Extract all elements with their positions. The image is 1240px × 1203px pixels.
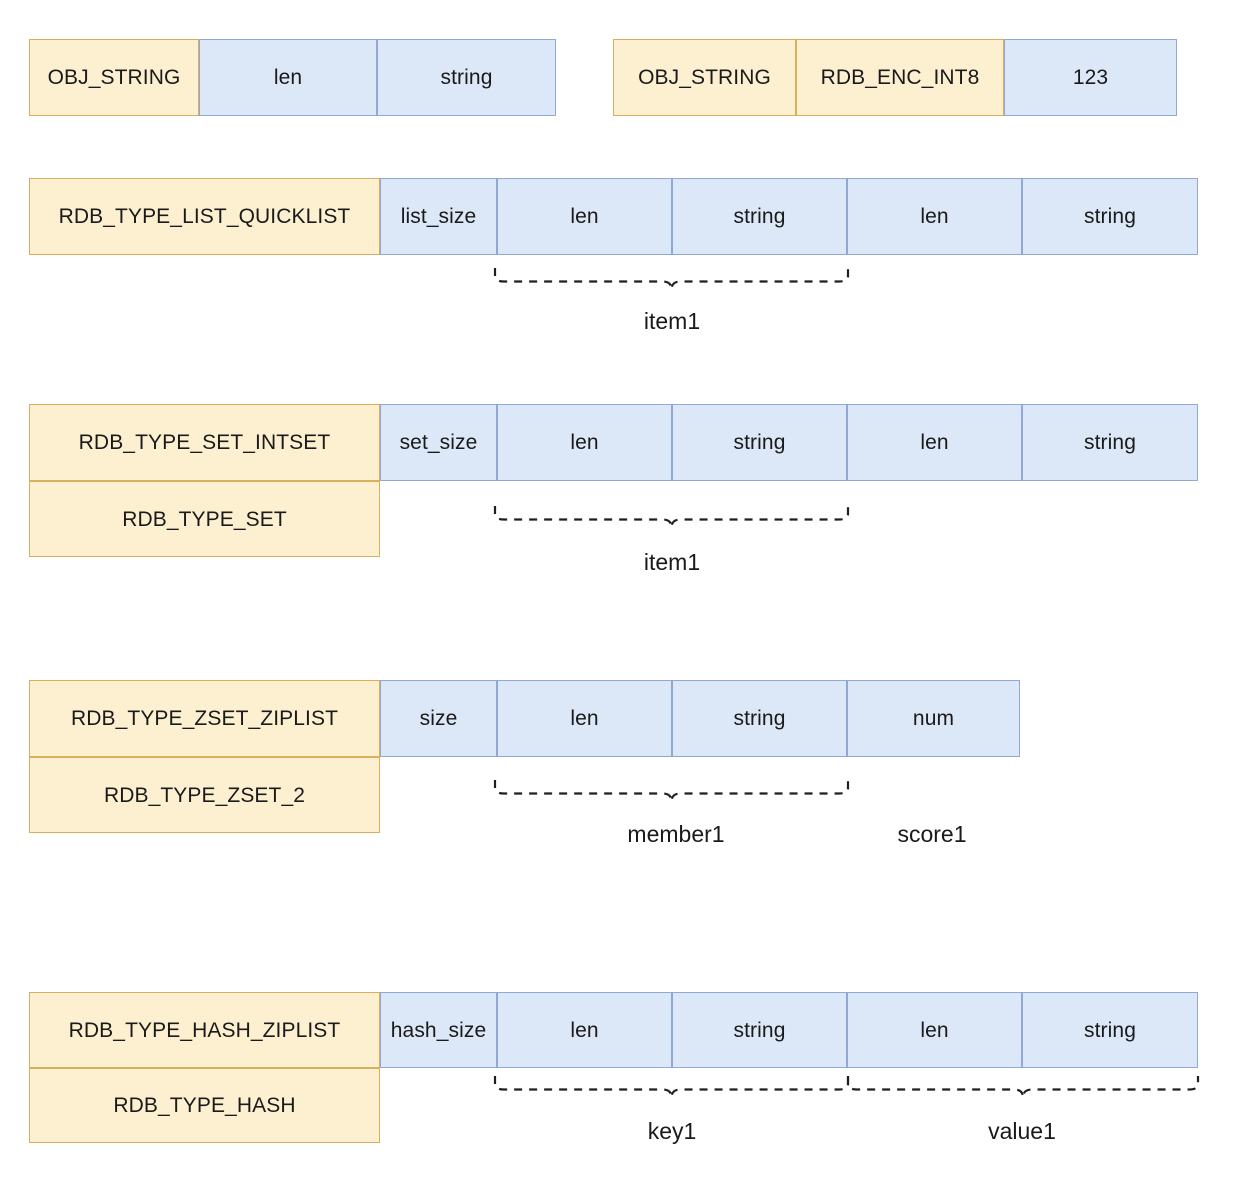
field-cell-string: string xyxy=(672,992,847,1068)
field-cell-set-size: set_size xyxy=(380,404,497,481)
grouping-brace xyxy=(493,268,850,290)
brace-label-value1: value1 xyxy=(988,1118,1056,1144)
type-cell-rdb-type-list-quicklist: RDB_TYPE_LIST_QUICKLIST xyxy=(29,178,380,255)
field-cell-string: string xyxy=(1022,178,1198,255)
brace-label-score1: score1 xyxy=(897,821,967,847)
field-cell-string: string xyxy=(672,680,847,757)
field-cell-string: string xyxy=(377,39,556,116)
field-cell-len: len xyxy=(847,178,1022,255)
field-cell-string: string xyxy=(672,178,847,255)
brace-label-member1: member1 xyxy=(627,821,725,847)
field-cell-list-size: list_size xyxy=(380,178,497,255)
type-cell-obj-string: OBJ_STRING xyxy=(613,39,796,116)
field-cell-num: num xyxy=(847,680,1020,757)
type-cell-rdb-type-hash: RDB_TYPE_HASH xyxy=(29,1068,380,1143)
type-cell-rdb-type-set: RDB_TYPE_SET xyxy=(29,481,380,557)
type-cell-rdb-type-set-intset: RDB_TYPE_SET_INTSET xyxy=(29,404,380,481)
brace-label-item1: item1 xyxy=(643,308,701,334)
field-cell-len: len xyxy=(497,404,672,481)
field-cell-len: len xyxy=(847,404,1022,481)
type-cell-rdb-type-zset-2: RDB_TYPE_ZSET_2 xyxy=(29,757,380,833)
brace-label-item1: item1 xyxy=(643,549,701,575)
field-cell-string: string xyxy=(672,404,847,481)
type-cell-rdb-type-hash-ziplist: RDB_TYPE_HASH_ZIPLIST xyxy=(29,992,380,1068)
grouping-brace xyxy=(493,1076,850,1098)
field-cell-len: len xyxy=(497,680,672,757)
field-cell-len: len xyxy=(497,178,672,255)
type-cell-obj-string: OBJ_STRING xyxy=(29,39,199,116)
type-cell-rdb-enc-int8: RDB_ENC_INT8 xyxy=(796,39,1004,116)
field-cell-123: 123 xyxy=(1004,39,1177,116)
grouping-brace xyxy=(493,506,850,528)
field-cell-len: len xyxy=(199,39,377,116)
grouping-brace xyxy=(493,780,850,802)
field-cell-len: len xyxy=(847,992,1022,1068)
field-cell-size: size xyxy=(380,680,497,757)
brace-label-key1: key1 xyxy=(647,1118,697,1144)
field-cell-string: string xyxy=(1022,404,1198,481)
type-cell-rdb-type-zset-ziplist: RDB_TYPE_ZSET_ZIPLIST xyxy=(29,680,380,757)
field-cell-hash-size: hash_size xyxy=(380,992,497,1068)
grouping-brace xyxy=(846,1076,1200,1098)
field-cell-string: string xyxy=(1022,992,1198,1068)
field-cell-len: len xyxy=(497,992,672,1068)
